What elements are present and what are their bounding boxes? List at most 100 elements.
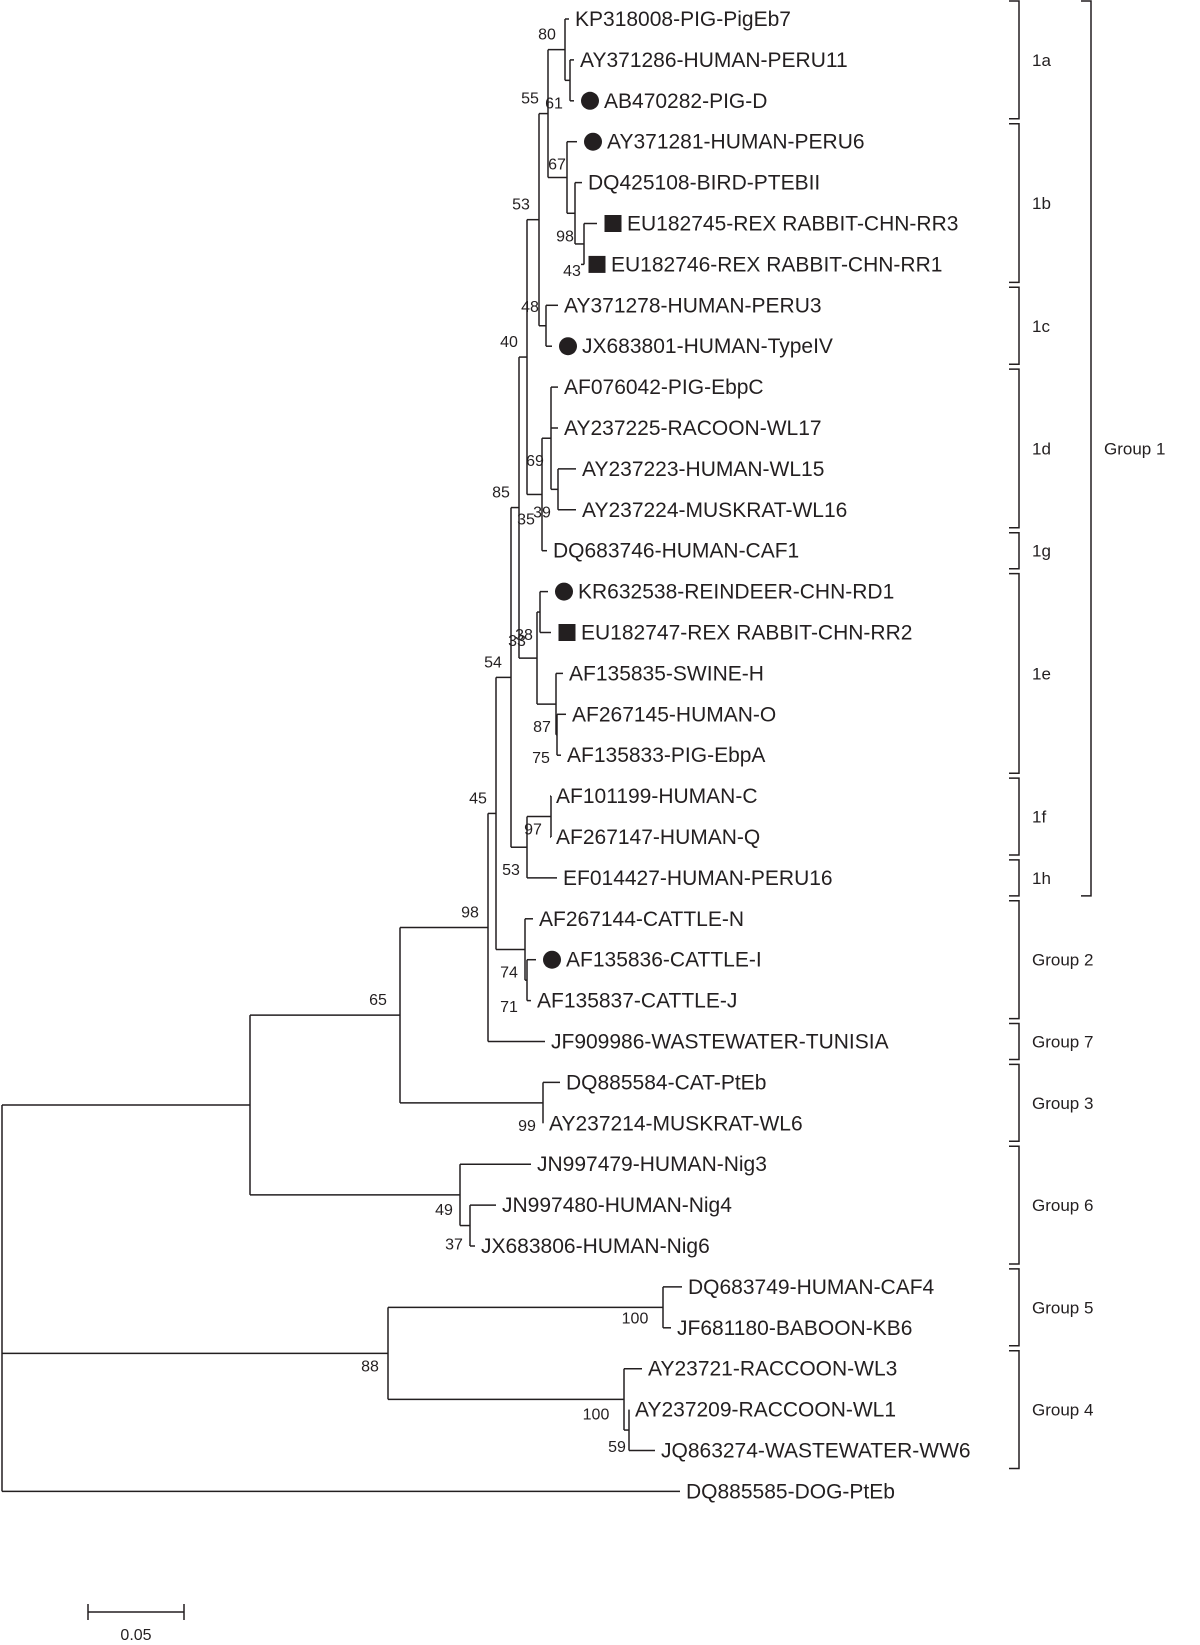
clade-bracket bbox=[1009, 900, 1020, 1020]
bootstrap-value: 100 bbox=[583, 1406, 610, 1423]
filled-circle-marker bbox=[584, 132, 602, 151]
clade-label: Group 3 bbox=[1032, 1094, 1093, 1113]
bootstrap-value: 87 bbox=[533, 719, 551, 736]
bootstrap-value: 37 bbox=[445, 1237, 463, 1254]
taxon-label: AF267147-HUMAN-Q bbox=[556, 826, 760, 849]
taxon-label: AF267144-CATTLE-N bbox=[539, 908, 744, 931]
bootstrap-value: 67 bbox=[548, 156, 566, 173]
taxon-label: AF135835-SWINE-H bbox=[569, 662, 764, 685]
taxon-label: JN997479-HUMAN-Nig3 bbox=[537, 1153, 767, 1176]
clade-label: 1c bbox=[1032, 317, 1050, 336]
bootstrap-value: 75 bbox=[532, 750, 550, 767]
clade-label: 1g bbox=[1032, 542, 1051, 561]
clade-label: Group 1 bbox=[1104, 439, 1165, 458]
clade-bracket bbox=[1009, 859, 1020, 897]
filled-circle-marker bbox=[559, 337, 577, 356]
taxon-label: AY237224-MUSKRAT-WL16 bbox=[582, 499, 847, 522]
taxon-label: AY237223-HUMAN-WL15 bbox=[582, 458, 824, 481]
taxon-label: AY237214-MUSKRAT-WL6 bbox=[549, 1112, 803, 1135]
taxon-label: AY23721-RACCOON-WL3 bbox=[648, 1358, 897, 1381]
clade-label: 1b bbox=[1032, 194, 1051, 213]
clade-bracket bbox=[1009, 1063, 1020, 1143]
bootstrap-value: 54 bbox=[484, 654, 502, 671]
filled-square-marker bbox=[558, 624, 576, 641]
clade-label: Group 6 bbox=[1032, 1196, 1093, 1215]
scale-bar bbox=[87, 1604, 185, 1620]
taxon-label: EF014427-HUMAN-PERU16 bbox=[563, 867, 833, 890]
bootstrap-value: 48 bbox=[521, 299, 539, 316]
bootstrap-value: 33 bbox=[508, 633, 526, 650]
clade-bracket bbox=[1009, 572, 1020, 774]
taxon-label: DQ885584-CAT-PtEb bbox=[566, 1071, 766, 1094]
bootstrap-value: 49 bbox=[435, 1202, 453, 1219]
bootstrap-value: 99 bbox=[518, 1118, 536, 1135]
clade-label: Group 5 bbox=[1032, 1298, 1093, 1317]
bootstrap-value: 43 bbox=[563, 263, 581, 280]
bootstrap-value: 71 bbox=[500, 999, 518, 1016]
taxon-label: JF909986-WASTEWATER-TUNISIA bbox=[551, 1031, 889, 1054]
bootstrap-value: 98 bbox=[556, 228, 574, 245]
taxon-label: AY237225-RACOON-WL17 bbox=[564, 417, 822, 440]
taxon-label: DQ683749-HUMAN-CAF4 bbox=[688, 1276, 935, 1299]
taxon-label: KP318008-PIG-PigEb7 bbox=[575, 8, 791, 31]
bootstrap-value: 88 bbox=[361, 1358, 379, 1375]
clade-label: 1d bbox=[1032, 439, 1051, 458]
bootstrap-value: 97 bbox=[524, 822, 542, 839]
clade-label: Group 2 bbox=[1032, 951, 1093, 970]
bootstrap-value: 61 bbox=[545, 95, 563, 112]
taxon-label: DQ683746-HUMAN-CAF1 bbox=[553, 540, 799, 563]
bootstrap-value: 100 bbox=[622, 1310, 649, 1327]
filled-circle-marker bbox=[581, 91, 599, 110]
taxon-label: EU182745-REX RABBIT-CHN-RR3 bbox=[627, 213, 958, 236]
taxon-label: AB470282-PIG-D bbox=[604, 90, 767, 113]
taxon-label: JX683806-HUMAN-Nig6 bbox=[481, 1235, 710, 1258]
bootstrap-value: 35 bbox=[517, 511, 535, 528]
clade-label: Group 4 bbox=[1032, 1401, 1093, 1420]
clade-bracket bbox=[1081, 0, 1092, 897]
taxon-label: AF267145-HUMAN-O bbox=[572, 703, 776, 726]
clade-label: 1e bbox=[1032, 664, 1051, 683]
clade-bracket bbox=[1009, 0, 1020, 120]
scale-bar-label: 0.05 bbox=[120, 1627, 151, 1644]
bootstrap-value: 39 bbox=[533, 504, 551, 521]
taxon-label: DQ885585-DOG-PtEb bbox=[686, 1480, 895, 1503]
taxon-label: JX683801-HUMAN-TypeIV bbox=[582, 335, 833, 358]
clade-bracket bbox=[1009, 368, 1020, 529]
clade-bracket bbox=[1009, 777, 1020, 856]
clade-label: 1f bbox=[1032, 808, 1046, 827]
taxon-label: AY237209-RACCOON-WL1 bbox=[635, 1399, 896, 1422]
clade-label: 1a bbox=[1032, 51, 1051, 70]
taxon-label: KR632538-REINDEER-CHN-RD1 bbox=[578, 581, 894, 604]
filled-circle-marker bbox=[543, 950, 561, 969]
taxon-label: AF135836-CATTLE-I bbox=[566, 949, 762, 972]
clade-bracket bbox=[1009, 1268, 1020, 1347]
taxon-label: EU182747-REX RABBIT-CHN-RR2 bbox=[581, 622, 912, 645]
clade-bracket bbox=[1009, 286, 1020, 365]
filled-circle-marker bbox=[555, 582, 573, 601]
clade-bracket bbox=[1009, 1349, 1020, 1470]
clade-label: 1h bbox=[1032, 869, 1051, 888]
bootstrap-value: 53 bbox=[512, 197, 530, 214]
bootstrap-value: 98 bbox=[461, 904, 479, 921]
bootstrap-value: 40 bbox=[500, 334, 518, 351]
bootstrap-value: 55 bbox=[521, 91, 539, 108]
bootstrap-value: 59 bbox=[608, 1439, 626, 1456]
taxon-label: AF135833-PIG-EbpA bbox=[567, 744, 765, 767]
taxon-label: AF135837-CATTLE-J bbox=[537, 990, 737, 1013]
filled-square-marker bbox=[604, 215, 622, 232]
taxon-label: AY371286-HUMAN-PERU11 bbox=[580, 49, 848, 72]
taxon-label: AF101199-HUMAN-C bbox=[556, 785, 758, 808]
clade-bracket bbox=[1009, 122, 1020, 284]
taxon-label: AY371278-HUMAN-PERU3 bbox=[564, 294, 822, 317]
clade-bracket bbox=[1009, 531, 1020, 570]
taxon-label: DQ425108-BIRD-PTEBII bbox=[588, 172, 820, 195]
taxon-label: AY371281-HUMAN-PERU6 bbox=[607, 131, 865, 154]
taxon-label: AF076042-PIG-EbpC bbox=[564, 376, 764, 399]
bootstrap-value: 38 bbox=[515, 627, 533, 644]
bootstrap-value: 80 bbox=[538, 27, 556, 44]
clade-bracket bbox=[1009, 1022, 1020, 1061]
taxon-label: JF681180-BABOON-KB6 bbox=[677, 1317, 912, 1340]
bootstrap-value: 65 bbox=[369, 992, 387, 1009]
